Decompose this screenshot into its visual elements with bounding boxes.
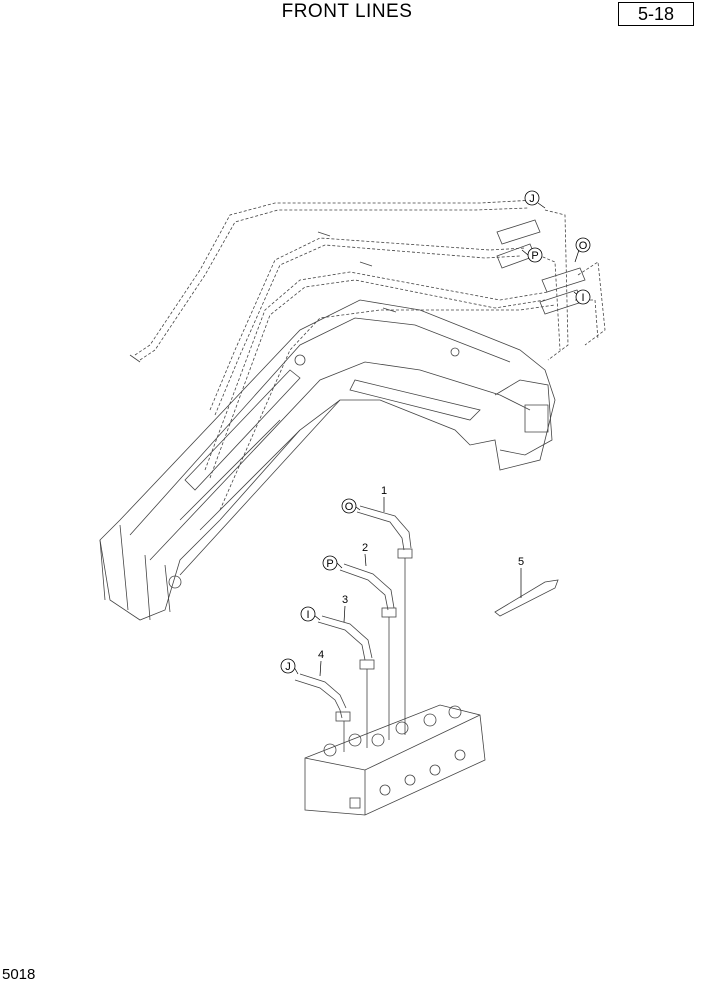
callout-I: I bbox=[306, 609, 309, 621]
part-number-2: 2 bbox=[362, 542, 368, 554]
page-number-box: 5-18 bbox=[618, 2, 694, 26]
page-title: FRONT LINES bbox=[281, 1, 413, 22]
callout-I-top: I bbox=[581, 292, 584, 304]
callout-circle-J bbox=[280, 658, 296, 674]
part-number-4: 4 bbox=[318, 649, 324, 661]
callout-O-top: O bbox=[579, 240, 588, 252]
pipe-3 bbox=[317, 615, 375, 670]
line-fittings bbox=[129, 219, 586, 363]
callout-P: P bbox=[326, 558, 333, 570]
callout-J-top: J bbox=[529, 193, 535, 205]
control-valve bbox=[304, 704, 486, 816]
callout-circle-I-top bbox=[575, 289, 591, 305]
callout-circle-P-top bbox=[527, 247, 543, 263]
part-number-3: 3 bbox=[342, 594, 348, 606]
part-number-5: 5 bbox=[518, 556, 524, 568]
callout-circle-O bbox=[341, 498, 357, 514]
footer-code: 5018 bbox=[2, 966, 36, 983]
pipe-4 bbox=[294, 673, 351, 722]
callout-O: O bbox=[345, 501, 354, 513]
callout-circle-P bbox=[322, 555, 338, 571]
pipe-2 bbox=[339, 563, 397, 618]
callout-circle-O-top bbox=[575, 237, 591, 253]
callout-circle-J-top bbox=[524, 190, 540, 206]
hose-routing bbox=[134, 199, 606, 511]
callout-P-top: P bbox=[531, 250, 538, 262]
pipe-drop-lines bbox=[343, 558, 406, 752]
callout-circle-I bbox=[300, 606, 316, 622]
callout-J: J bbox=[285, 661, 291, 673]
part-number-1: 1 bbox=[381, 485, 387, 497]
part-5-cable-tie bbox=[494, 579, 559, 617]
leader-lines bbox=[293, 202, 581, 677]
boom-assembly bbox=[99, 299, 556, 621]
